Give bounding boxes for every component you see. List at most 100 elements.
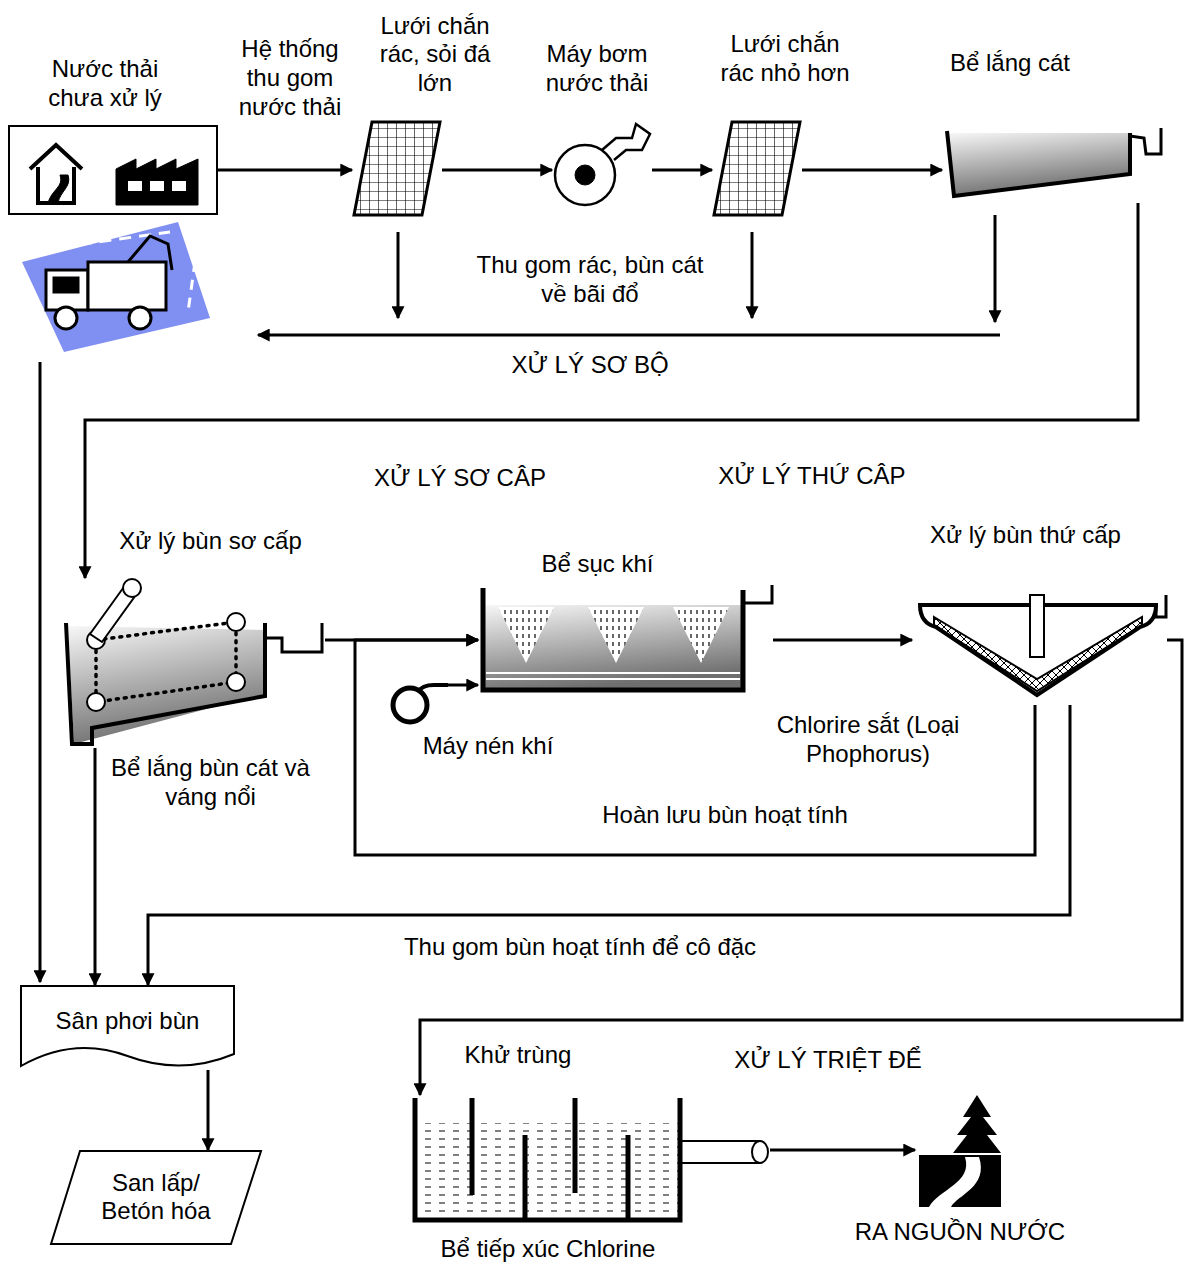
- road-mark: [188, 262, 195, 312]
- pump-impeller: [575, 165, 595, 185]
- flow-arrow: [148, 705, 1070, 985]
- icon-part: [128, 181, 142, 191]
- icon-part: [498, 607, 554, 663]
- icon-part: [1130, 128, 1161, 154]
- fine-screen: Lưới chắn rác nhỏ hơn: [712, 120, 802, 217]
- sprocket: [123, 579, 141, 597]
- icon-part: [714, 122, 800, 215]
- flow-arrow: [355, 640, 1035, 855]
- node-text: San lấp/ Betón hóa: [91, 1169, 221, 1227]
- flow-arrow: [770, 1149, 915, 1152]
- icon-part: [354, 122, 440, 215]
- node-caption: Lưới chắn rác nhỏ hơn: [715, 30, 855, 88]
- flow-label: Thu gom bùn hoạt tính để cô đặc: [367, 933, 793, 962]
- icon-part: [150, 181, 164, 191]
- aer-outline: [478, 585, 773, 695]
- icon-part: [415, 1098, 680, 1220]
- node-caption: Bể lắng bùn cát và váng nổi: [111, 754, 311, 812]
- pump-symbol: Máy bơm nước thải: [552, 120, 652, 215]
- truck-wheel: [129, 307, 151, 329]
- secondary-clarifier: Xử lý bùn thứ cấp: [912, 595, 1167, 705]
- collection-lines: [40, 215, 1000, 982]
- node-caption: Nước thải chưa xử lý: [35, 55, 175, 113]
- clar1-outline: [60, 578, 325, 748]
- node-caption: Máy bơm nước thải: [530, 40, 665, 98]
- icon-part: [116, 159, 198, 205]
- source-box: Nước thải chưa xử lý: [8, 125, 218, 215]
- icon-part: [21, 986, 234, 1066]
- screen-drawing: [354, 122, 440, 215]
- icon-part: [30, 145, 82, 169]
- truck-wheel: [55, 307, 77, 329]
- icon-part: [714, 122, 800, 215]
- node-caption: Bể lắng cát: [920, 49, 1100, 78]
- screen-outline: [352, 120, 442, 217]
- flow-arrow: [207, 1070, 210, 1150]
- sprocket: [227, 673, 245, 691]
- truck-body: [88, 262, 166, 310]
- aeration-tank: Bể sục khí: [478, 585, 773, 695]
- collection-note: Thu gom rác, bùn cát về bãi đổ: [463, 251, 718, 309]
- flow-label: Chlorire sắt (Loại Phophorus): [769, 711, 967, 769]
- icon-part: [588, 607, 644, 663]
- primary-clarifier: Xử lý bùn sơ cấpBể lắng bùn cát và váng …: [60, 578, 325, 748]
- icon-part: [602, 124, 650, 160]
- air-compressor: Máy nén khí: [388, 670, 448, 730]
- flow-label: Hoàn lưu bùn hoạt tính: [562, 801, 888, 830]
- flow-arrow: [94, 748, 97, 985]
- para-drawing: [51, 1151, 261, 1244]
- icon-part: [1156, 595, 1166, 617]
- icon-part: [953, 1095, 1001, 1153]
- grit-drawing: [947, 128, 1161, 196]
- flow-arrow: [442, 169, 552, 172]
- river-outline: [915, 1095, 1005, 1210]
- icon-part: [472, 1098, 628, 1219]
- icon-part: [673, 607, 729, 663]
- collection-line: [258, 334, 1000, 337]
- pump-casing: [555, 145, 615, 205]
- grit-outline: [942, 128, 1164, 203]
- node-caption: Xử lý bùn thứ cấp: [896, 521, 1156, 550]
- collection-line: [751, 232, 754, 318]
- source-drawing: [9, 126, 217, 214]
- icon-part: [38, 167, 74, 203]
- comp-outline: [388, 670, 448, 730]
- truck-to-drying-line: [39, 362, 42, 982]
- truck-window: [54, 278, 78, 292]
- truck-ground: [22, 222, 210, 352]
- icon-part: [588, 607, 644, 663]
- stage-heading: XỬ LÝ SƠ BỘ: [440, 351, 740, 380]
- node-caption: Bể sục khí: [498, 550, 698, 579]
- node-caption: Xử lý bùn sơ cấp: [81, 527, 341, 556]
- flow-arrow: [448, 684, 478, 687]
- drying-bed: Sân phơi bùn: [20, 985, 235, 1070]
- screen-drawing: [714, 122, 800, 215]
- compressor-body: [393, 688, 427, 722]
- icon-part: [417, 1123, 678, 1218]
- icon-part: [714, 122, 800, 215]
- stage-heading: XỬ LÝ SƠ CÂP: [310, 464, 610, 493]
- stage-heading: XỬ LÝ THỨ CÂP: [662, 462, 962, 491]
- flow-arrow: [652, 169, 712, 172]
- river-drawing: [919, 1095, 1001, 1207]
- grit-chamber: Bể lắng cát: [942, 128, 1164, 203]
- pump-outline: [552, 120, 652, 215]
- clar2-drawing: [920, 595, 1166, 695]
- node-caption: Khử trùng: [438, 1041, 598, 1070]
- source-frame: [9, 126, 217, 214]
- sprocket: [227, 613, 245, 631]
- icon-part: [498, 607, 554, 663]
- screen-outline: [712, 120, 802, 217]
- chlorine-tank: Khử trùngBể tiếp xúc Chlorine: [410, 1095, 770, 1225]
- icon-part: [486, 673, 740, 679]
- source-outline: [8, 125, 218, 215]
- icon-part: [919, 1155, 1001, 1207]
- icon-part: [66, 623, 265, 744]
- icon-part: [682, 1141, 760, 1163]
- icon-part: [354, 122, 440, 215]
- node-caption: Bể tiếp xúc Chlorine: [398, 1235, 698, 1264]
- chl-drawing: [415, 1098, 768, 1220]
- coarse-screen: Lưới chắn rác, sỏi đá lớn: [352, 120, 442, 217]
- flow-arrow: [218, 169, 352, 172]
- icon-part: [354, 122, 440, 215]
